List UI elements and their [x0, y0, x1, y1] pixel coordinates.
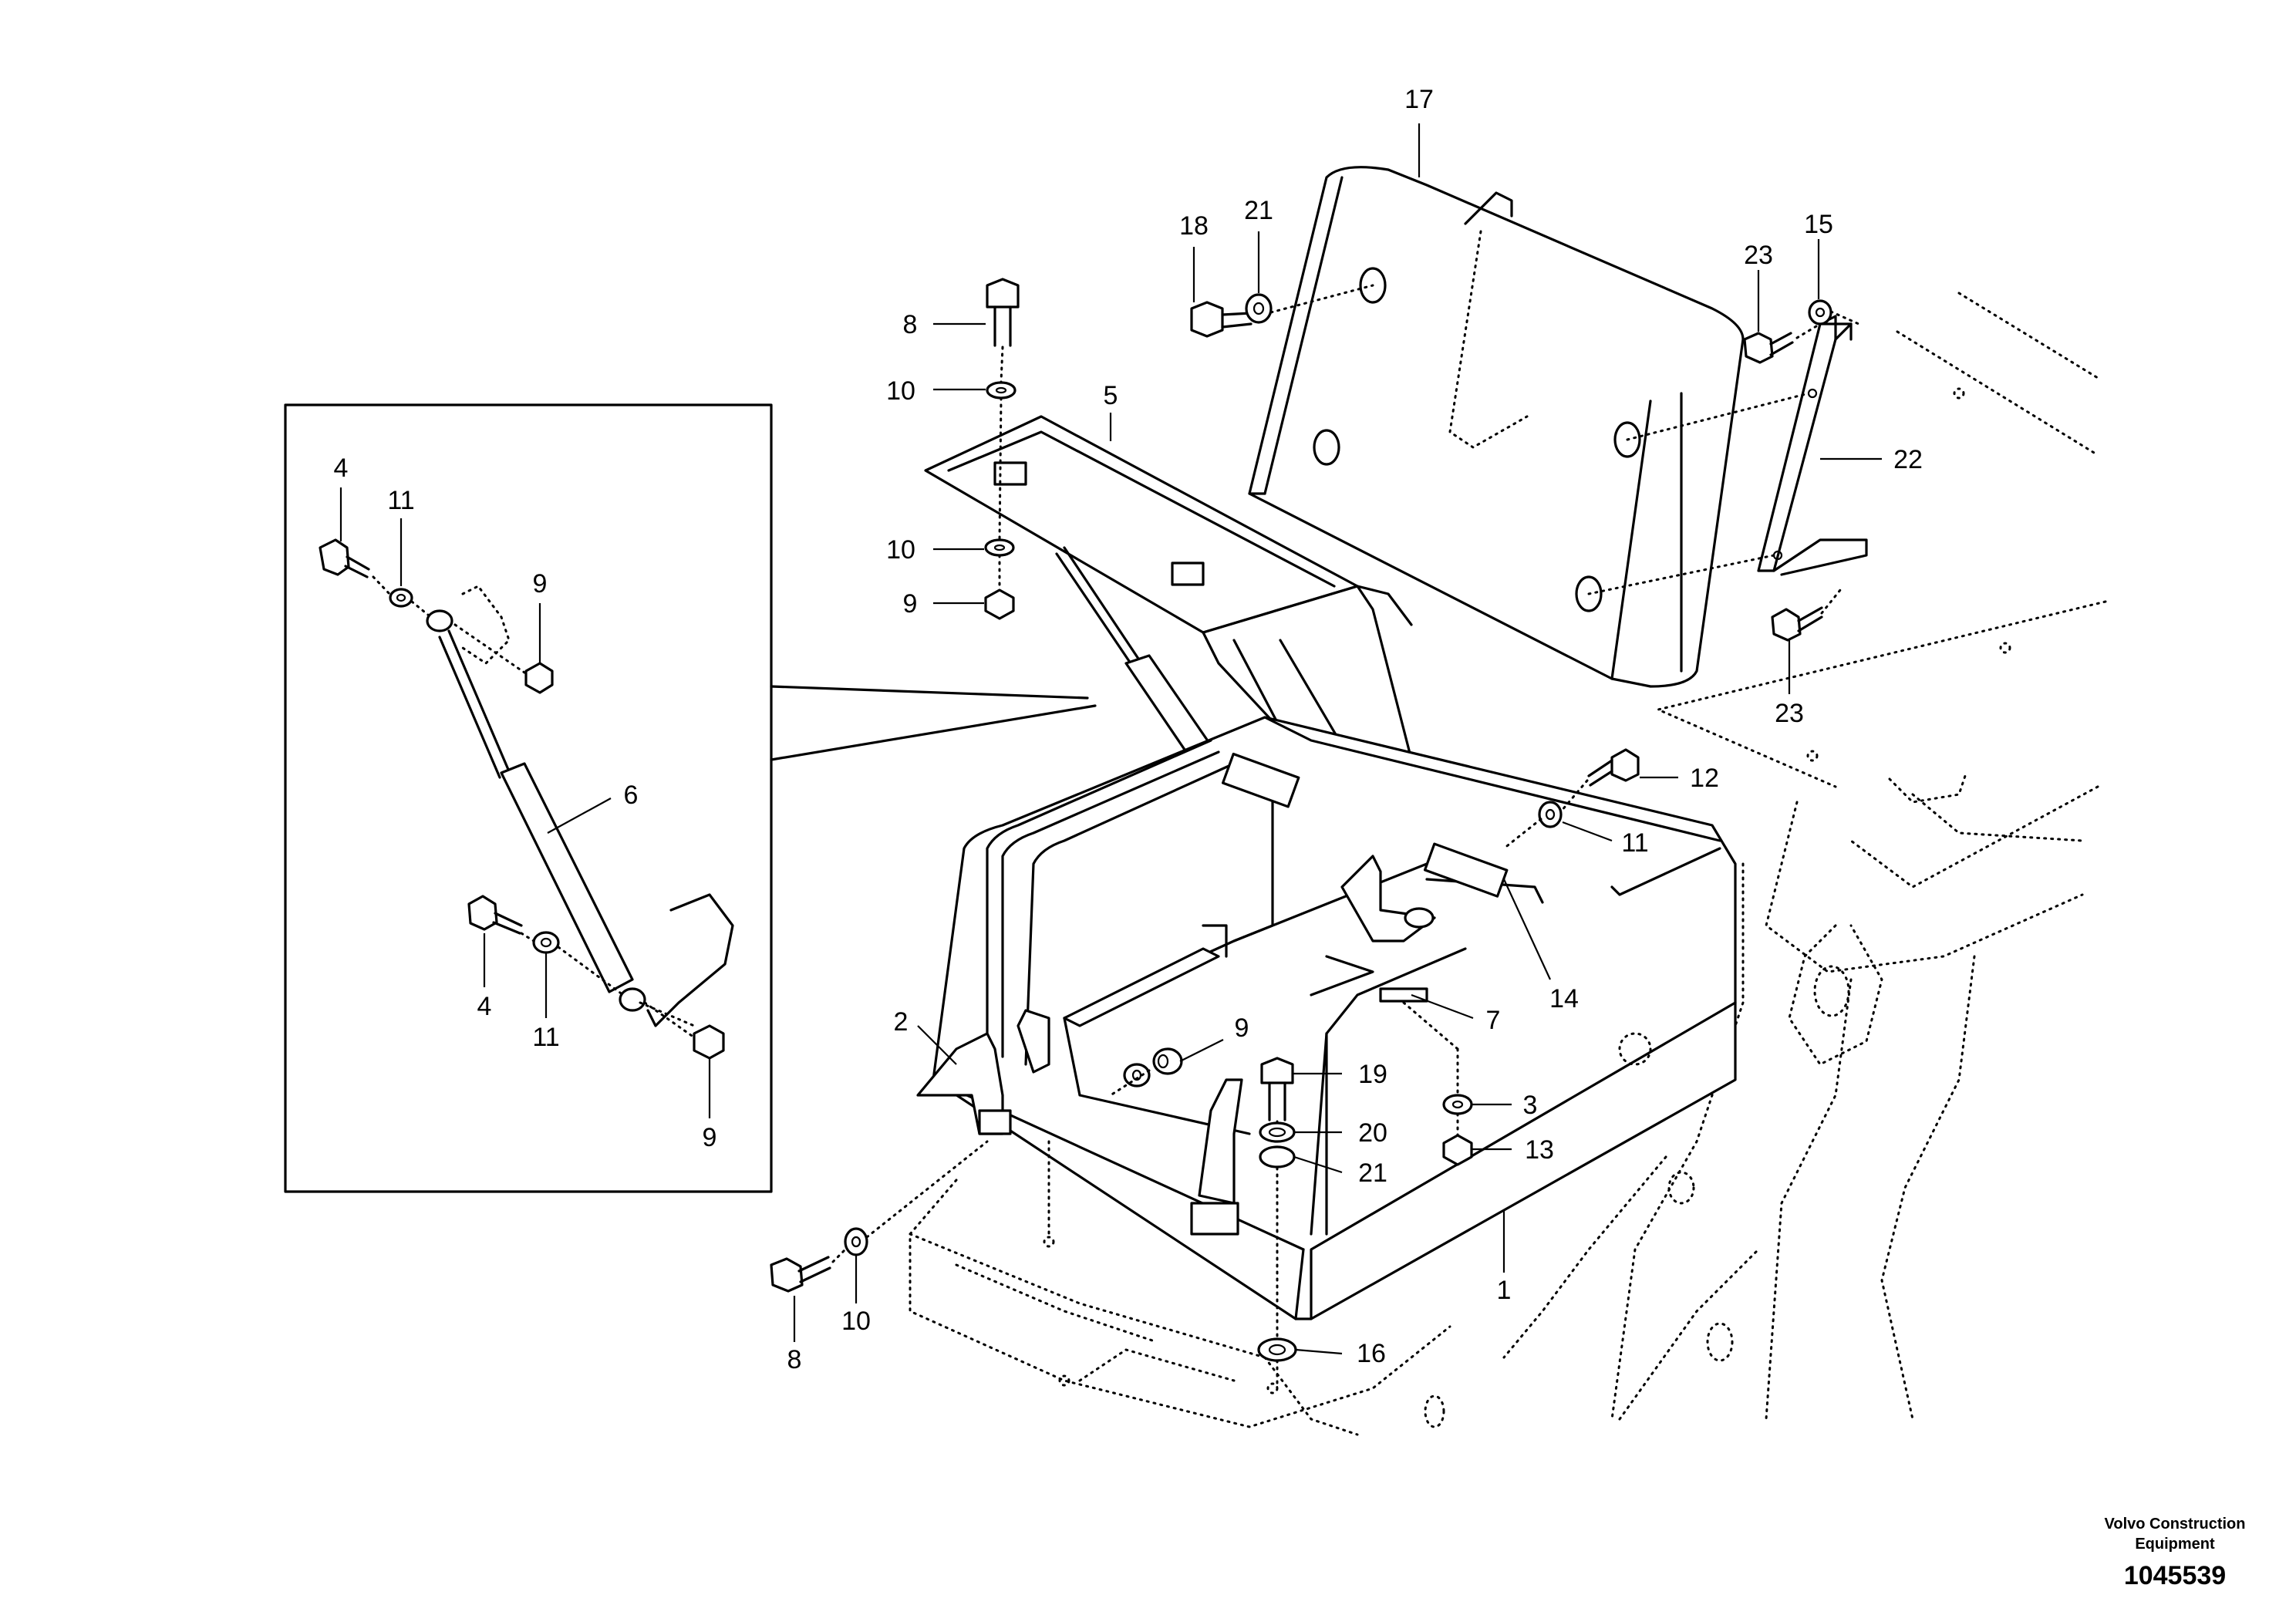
callout-15: 15	[1804, 210, 1833, 239]
brand-line-1: Volvo Construction	[2105, 1516, 2246, 1533]
callout-2: 2	[894, 1007, 909, 1037]
hardware-parts	[770, 278, 1832, 1362]
cover-17	[1248, 166, 1745, 688]
callout-9-inset-bottom: 9	[703, 1123, 717, 1152]
callout-9-mid: 9	[903, 589, 918, 619]
callout-12: 12	[1690, 764, 1719, 793]
detail-inset	[284, 403, 1097, 1193]
bracket-22	[1757, 315, 1868, 576]
latch-2-right	[1190, 1078, 1243, 1236]
callout-9-box: 9	[1235, 1013, 1249, 1043]
callout-14: 14	[1549, 984, 1579, 1013]
callout-6: 6	[624, 781, 639, 810]
callout-21-top: 21	[1244, 196, 1273, 225]
callout-4-bottom: 4	[477, 992, 492, 1021]
callout-10-bottom: 10	[841, 1307, 871, 1336]
callout-8-bottom: 8	[787, 1345, 802, 1374]
drawing-number: 1045539	[2124, 1561, 2226, 1590]
callout-5: 5	[1104, 381, 1118, 410]
callout-1: 1	[1497, 1276, 1512, 1305]
latch-2-left	[916, 1032, 1012, 1135]
callout-18: 18	[1179, 211, 1209, 241]
callout-17: 17	[1404, 85, 1434, 114]
storage-box-1	[932, 716, 1737, 1320]
callout-23-top: 23	[1744, 241, 1773, 270]
machine-frame-outline	[909, 292, 2107, 1436]
callout-10-mid: 10	[886, 535, 915, 565]
callout-13: 13	[1525, 1135, 1554, 1165]
callout-19: 19	[1358, 1060, 1387, 1089]
callout-9-inset-top: 9	[533, 569, 548, 599]
callout-11-bottom: 11	[532, 1023, 559, 1052]
leader-lines	[339, 123, 1882, 1355]
callout-3: 3	[1523, 1091, 1538, 1120]
callout-4-top: 4	[334, 454, 349, 483]
callout-numbers: 17 18 21 23 15 8 10 5 10 9 22 23 4 11 9 …	[334, 85, 1923, 1374]
callout-8-top: 8	[903, 310, 918, 339]
brand-line-2: Equipment	[2135, 1536, 2215, 1553]
callout-16: 16	[1357, 1339, 1386, 1368]
brand-block: Volvo Construction Equipment 1045539	[2105, 1516, 2246, 1590]
callout-21-bottom: 21	[1358, 1158, 1387, 1188]
callout-23-bottom: 23	[1775, 699, 1804, 728]
callout-10-top: 10	[886, 376, 915, 406]
callout-11-top: 11	[387, 486, 414, 515]
callout-20: 20	[1358, 1118, 1387, 1148]
callout-22: 22	[1893, 445, 1923, 474]
callout-11-right: 11	[1621, 828, 1648, 858]
callout-7: 7	[1486, 1006, 1501, 1035]
assembly-lines	[372, 284, 1860, 1390]
